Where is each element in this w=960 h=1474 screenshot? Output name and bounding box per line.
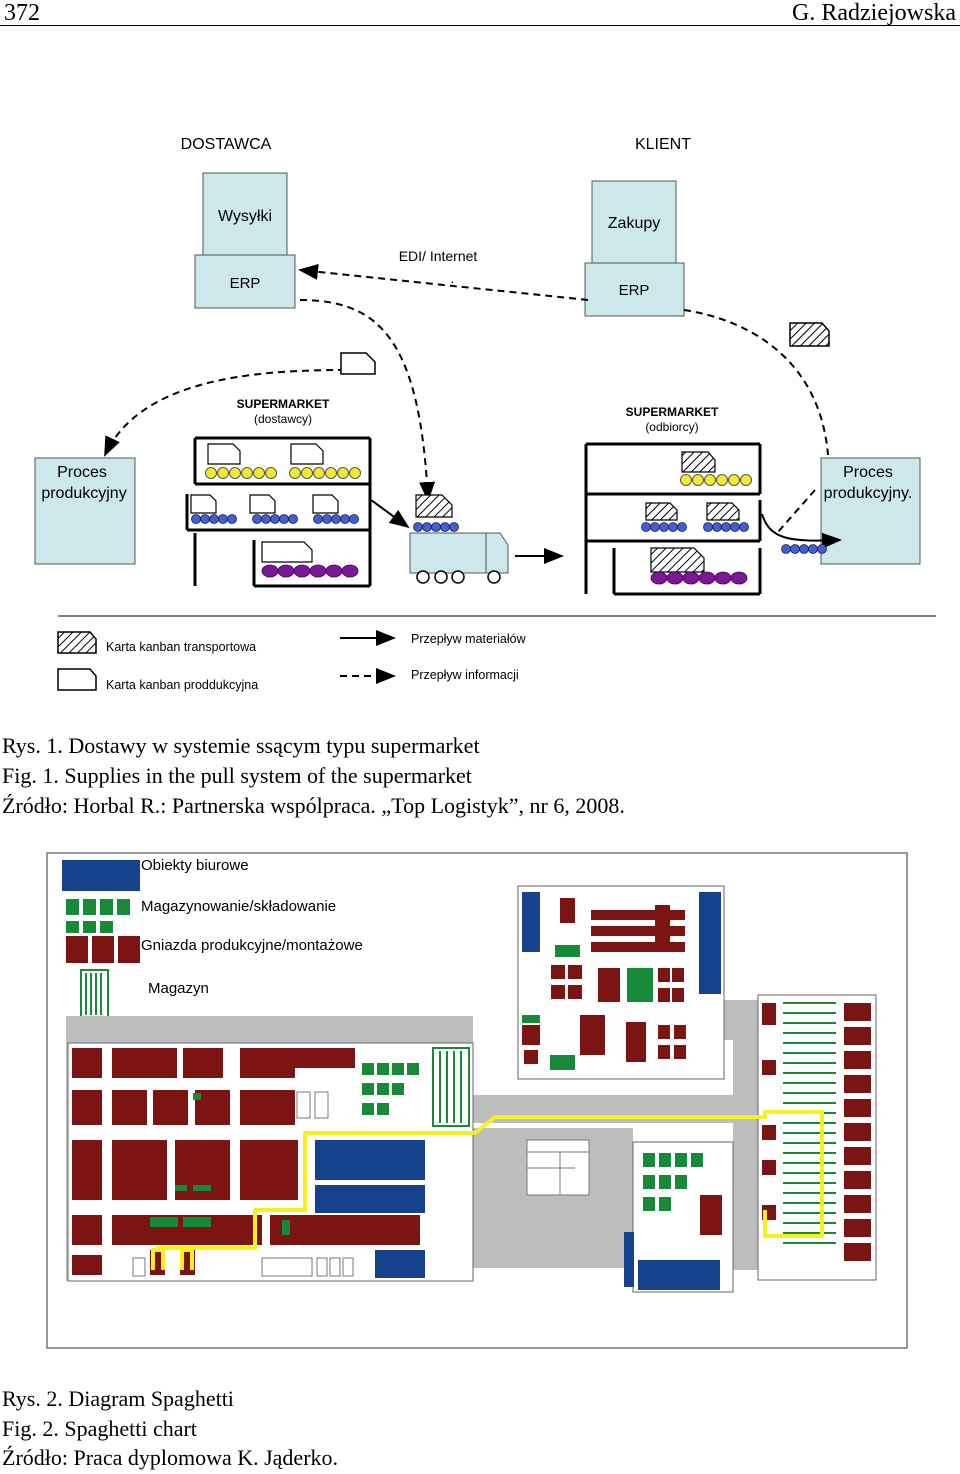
running-header-author: G. Radziejowska — [792, 0, 956, 26]
supermarket-supplier-title: SUPERMARKET — [237, 397, 330, 411]
info-flow-client-erp-to-card — [683, 309, 829, 456]
supplier-erp-label: ERP — [230, 275, 261, 292]
edi-label: EDI/ Internet — [399, 248, 478, 264]
legend-transport-card-icon — [57, 631, 97, 654]
client-purchasing-box — [591, 180, 677, 264]
delivery-truck-icon — [409, 494, 509, 584]
right-building — [757, 994, 877, 1281]
legend-information-flow-label: Przepływ informacji — [411, 668, 519, 682]
bottom-middle-building — [526, 1139, 734, 1293]
top-right-building — [517, 885, 725, 1080]
client-blue-parts — [641, 522, 827, 554]
supermarket-diagram: DOSTAWCA KLIENT Wysyłki ERP Zakupy ERP E… — [34, 136, 936, 692]
client-label: KLIENT — [635, 136, 691, 153]
spaghetti-path — [151, 1110, 824, 1270]
figure1-source: Źródło: Horbal R.: Partnerska wspólpraca… — [2, 793, 625, 818]
legend-production-label: Gniazda produkcyjne/montażowe — [141, 937, 363, 954]
page-number: 372 — [4, 0, 40, 26]
left-building — [67, 1042, 474, 1282]
client-supermarket-shelves — [584, 442, 762, 596]
spaghetti-diagram: Obiekty biurowe Magazynowanie/składowani… — [46, 852, 908, 1349]
process-left-label-2: produkcyjny — [41, 485, 126, 502]
figure2-source: Źródło: Praca dyplomowa K. Jąderko. — [2, 1445, 339, 1470]
supplier-yellow-parts — [205, 467, 361, 479]
legend-office-label: Obiekty biurowe — [141, 857, 249, 874]
process-left-box — [34, 457, 136, 565]
legend-production-card-icon — [57, 668, 97, 691]
legend-storage-swatch — [66, 899, 130, 933]
production-card-icon — [340, 352, 376, 375]
client-erp-label: ERP — [619, 282, 650, 299]
legend-production-swatch — [66, 936, 140, 963]
edi-mark: · — [450, 273, 455, 289]
process-right-label-1: Proces — [843, 464, 893, 481]
supplier-blue-parts — [191, 514, 359, 524]
legend-material-flow-label: Przepływ materiałów — [411, 632, 527, 646]
supermarket-client-title: SUPERMARKET — [626, 405, 719, 419]
supplier-purple-parts — [261, 564, 359, 578]
client-transport-cards — [645, 451, 740, 573]
info-flow-erp-to-truck — [299, 299, 436, 502]
supplier-shipping-label: Wysyłki — [218, 208, 272, 225]
supermarket-supplier-sub: (dostawcy) — [254, 412, 312, 426]
supermarket-client-sub: (odbiorcy) — [645, 420, 698, 434]
process-right-label-2: produkcyjny. — [824, 485, 913, 502]
legend-office-swatch — [62, 860, 140, 891]
figure1-caption-pl: Rys. 1. Dostawy w systemie ssącym typu s… — [2, 733, 480, 758]
client-yellow-parts — [680, 474, 752, 486]
header-rule — [0, 25, 960, 26]
process-left-label-1: Proces — [57, 464, 107, 481]
client-erp-box — [584, 262, 685, 317]
client-purple-parts — [650, 571, 748, 585]
material-flow-to-process — [761, 513, 842, 549]
figure2-caption-en: Fig. 2. Spaghetti chart — [2, 1416, 197, 1441]
info-flow-supermarket-to-process — [104, 369, 346, 457]
edi-information-flow — [298, 263, 589, 301]
client-purchasing-label: Zakupy — [608, 215, 660, 232]
supplier-erp-box — [194, 254, 296, 309]
supplier-production-cards — [190, 443, 339, 563]
supplier-supermarket-shelves — [185, 436, 372, 588]
figure2-caption-pl: Rys. 2. Diagram Spaghetti — [2, 1386, 234, 1411]
figure1-caption-en: Fig. 1. Supplies in the pull system of t… — [2, 763, 472, 788]
supplier-label: DOSTAWCA — [181, 136, 272, 153]
legend-warehouse-label: Magazyn — [148, 980, 209, 997]
legend-warehouse-swatch — [80, 969, 109, 1019]
legend-transport-card-label: Karta kanban transportowa — [106, 640, 256, 654]
legend-production-card-label: Karta kanban proddukcyjna — [106, 678, 258, 692]
material-flow-to-truck — [370, 499, 410, 529]
legend-storage-label: Magazynowanie/składowanie — [141, 898, 336, 915]
transport-card-icon — [789, 322, 830, 347]
info-flow-process-to-card — [777, 489, 816, 533]
